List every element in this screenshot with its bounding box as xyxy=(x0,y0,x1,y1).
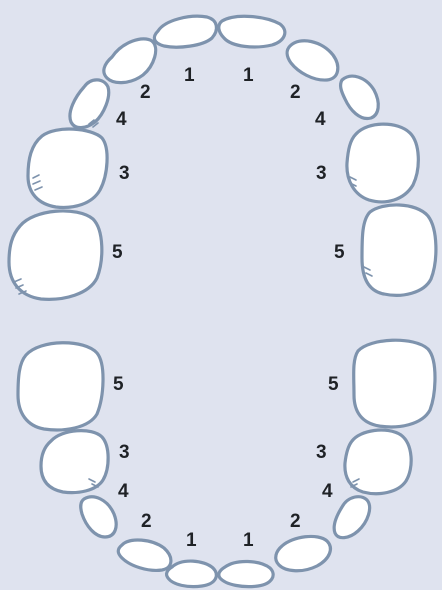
upper-left-central-incisor xyxy=(152,14,218,49)
lower-right-second-molar xyxy=(352,338,437,429)
label-lower-right-lateral: 2 xyxy=(290,511,301,532)
label-upper-left-lateral: 2 xyxy=(140,82,151,103)
label-upper-right-second-molar: 5 xyxy=(334,242,345,263)
lower-right-canine xyxy=(332,495,372,540)
label-lower-right-first-molar: 3 xyxy=(316,442,327,463)
upper-left-canine xyxy=(68,78,111,130)
label-lower-left-first-molar: 3 xyxy=(119,442,130,463)
label-upper-left-canine: 4 xyxy=(116,109,127,130)
upper-right-central-incisor xyxy=(217,14,287,49)
upper-left-first-molar xyxy=(26,127,109,210)
tooth-labels: 1 2 4 3 5 1 2 4 3 5 5 3 4 2 1 5 3 4 2 1 xyxy=(112,65,345,551)
lower-arch xyxy=(16,338,437,589)
label-lower-left-canine: 4 xyxy=(118,481,129,502)
label-upper-left-second-molar: 5 xyxy=(112,242,123,263)
lower-right-first-molar xyxy=(343,428,413,496)
upper-left-second-molar xyxy=(7,209,104,301)
lower-left-central-incisor xyxy=(165,559,218,589)
upper-left-lateral-incisor xyxy=(102,37,158,85)
label-lower-left-central: 1 xyxy=(186,530,197,551)
lower-left-second-molar xyxy=(16,341,105,432)
label-upper-right-canine: 4 xyxy=(315,109,326,130)
upper-right-second-molar xyxy=(360,203,438,297)
lower-left-lateral-incisor xyxy=(116,538,173,572)
label-lower-left-lateral: 2 xyxy=(141,511,152,532)
label-upper-right-lateral: 2 xyxy=(290,82,301,103)
label-lower-left-second-molar: 5 xyxy=(113,374,124,395)
label-upper-right-central: 1 xyxy=(243,65,254,86)
upper-arch xyxy=(7,14,438,301)
label-upper-left-first-molar: 3 xyxy=(119,163,130,184)
label-upper-right-first-molar: 3 xyxy=(316,163,327,184)
label-lower-right-central: 1 xyxy=(243,530,254,551)
label-upper-left-central: 1 xyxy=(184,65,195,86)
upper-right-lateral-incisor xyxy=(285,39,340,82)
lower-left-first-molar xyxy=(39,429,110,495)
upper-right-canine xyxy=(338,74,380,121)
lower-right-central-incisor xyxy=(217,559,275,589)
label-lower-right-second-molar: 5 xyxy=(328,374,339,395)
lower-left-canine xyxy=(79,495,118,539)
upper-right-first-molar xyxy=(345,122,420,204)
label-lower-right-canine: 4 xyxy=(322,481,333,502)
lower-right-lateral-incisor xyxy=(274,534,332,573)
